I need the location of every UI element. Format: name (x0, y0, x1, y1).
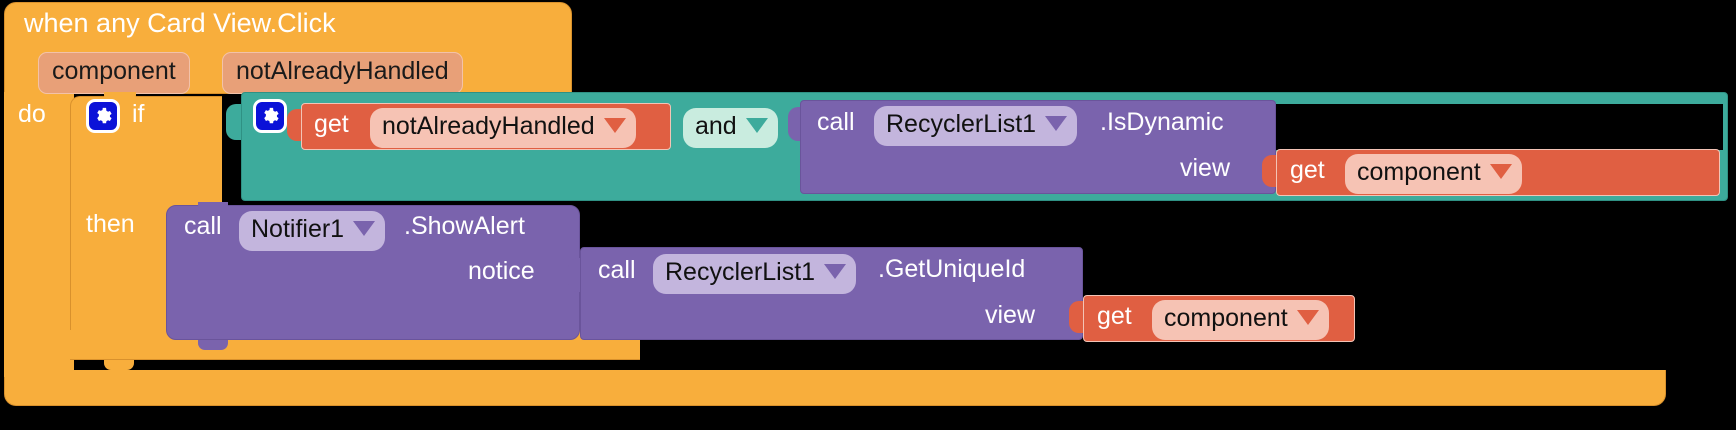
isdynamic-component-dropdown[interactable]: RecyclerList1 (874, 106, 1078, 146)
event-param-notalreadyhandled: notAlreadyHandled (222, 52, 463, 94)
and-block-inner-gap (1276, 104, 1723, 150)
isdynamic-view-component-dropdown[interactable]: component (1345, 154, 1522, 194)
notalreadyhandled-value: notAlreadyHandled (382, 112, 595, 140)
showalert-call-keyword: call (184, 212, 222, 240)
and-operator-label: and (695, 112, 737, 140)
getuniqueid-view-arg-label: view (985, 301, 1036, 329)
if-mutator-gear-icon[interactable] (86, 99, 120, 133)
isdynamic-view-arg-label: view (1180, 154, 1231, 182)
getuniqueid-view-get-keyword: get (1097, 302, 1132, 330)
chevron-down-icon (1489, 164, 1512, 179)
chevron-down-icon (745, 118, 768, 133)
chevron-down-icon (1045, 116, 1068, 131)
getuniqueid-method-label: .GetUniqueId (878, 255, 1026, 283)
and-block-plug (226, 104, 244, 140)
isdynamic-call-keyword: call (817, 108, 855, 136)
showalert-top-notch (198, 202, 228, 212)
chevron-down-icon (353, 221, 376, 236)
showalert-component-value: Notifier1 (251, 215, 345, 243)
event-block-inner-fill (4, 92, 74, 377)
isdynamic-method-label: .IsDynamic (1100, 108, 1224, 136)
getuniqueid-call-keyword: call (598, 256, 636, 284)
getuniqueid-view-component-dropdown[interactable]: component (1152, 300, 1329, 340)
isdynamic-view-get-plug (1262, 155, 1280, 187)
showalert-notice-arg-label: notice (468, 257, 535, 285)
showalert-bottom-notch (198, 340, 228, 350)
chevron-down-icon (824, 264, 847, 279)
showalert-component-dropdown[interactable]: Notifier1 (239, 211, 386, 251)
getuniqueid-view-get-plug (1069, 301, 1087, 333)
and-operator-dropdown[interactable]: and (683, 108, 778, 148)
getuniqueid-component-value: RecyclerList1 (665, 258, 816, 286)
get-keyword-label: get (314, 110, 349, 138)
get-notalreadyhandled-plug (287, 109, 305, 141)
isdynamic-view-get-keyword: get (1290, 156, 1325, 184)
chevron-down-icon (603, 118, 626, 133)
if-block-bottom-notch (104, 360, 134, 370)
event-block-foot[interactable] (4, 370, 1666, 406)
getuniqueid-view-component-value: component (1164, 304, 1288, 332)
if-block-top-notch (104, 92, 136, 102)
and-mutator-gear-icon[interactable] (253, 99, 287, 133)
getuniqueid-component-dropdown[interactable]: RecyclerList1 (653, 254, 857, 294)
if-label: if (132, 100, 145, 128)
event-do-label: do (18, 100, 46, 128)
notalreadyhandled-dropdown[interactable]: notAlreadyHandled (370, 108, 636, 148)
isdynamic-component-value: RecyclerList1 (886, 110, 1037, 138)
showalert-method-label: .ShowAlert (404, 212, 525, 240)
isdynamic-view-component-value: component (1357, 158, 1481, 186)
event-block-title: when any Card View.Click (24, 8, 336, 38)
chevron-down-icon (1296, 310, 1319, 325)
event-param-component: component (38, 52, 190, 94)
then-label: then (86, 210, 135, 238)
